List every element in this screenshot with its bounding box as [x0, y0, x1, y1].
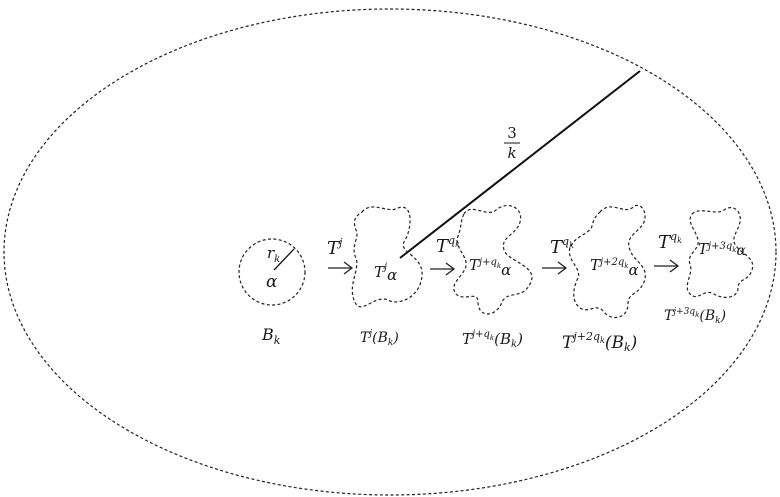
- image-set-label: Tj+qk(Bk): [462, 329, 523, 350]
- map-label: Tqk: [436, 234, 460, 257]
- image-2: Tj+qkα Tj+qk(Bk): [453, 205, 533, 350]
- image-blob: [686, 207, 754, 298]
- image-point-label: Tjα: [374, 262, 397, 284]
- radius-fraction: 3 k: [504, 124, 520, 162]
- image-4: Tj+3qkα Tj+3qk(Bk): [664, 207, 754, 326]
- map-label: Tqk: [550, 235, 574, 258]
- image-1: Tjα Tj(Bk): [351, 206, 423, 348]
- image-3: Tj+2qkα Tj+2qk(Bk): [562, 204, 646, 354]
- map-2: Tqk: [430, 234, 460, 276]
- map-1: Tj: [327, 236, 354, 275]
- radius-line: [399, 70, 641, 259]
- map-arrow: [654, 259, 680, 273]
- ball-radius-label: rk: [267, 244, 280, 265]
- ball-bk: rk α Bk: [238, 238, 306, 347]
- map-arrow: [430, 262, 456, 276]
- map-arrow: [328, 261, 354, 275]
- ball-name-label: Bk: [261, 325, 281, 347]
- map-arrow: [542, 261, 568, 275]
- map-label: Tqk: [658, 230, 682, 253]
- image-set-label: Tj(Bk): [360, 329, 399, 348]
- image-set-label: Tj+2qk(Bk): [562, 330, 637, 354]
- ball-circle: [238, 238, 306, 306]
- image-blob: [453, 205, 533, 315]
- image-point-label: Tj+3qkα: [698, 240, 747, 259]
- image-point-label: Tj+2qkα: [590, 256, 639, 279]
- image-point-label: Tj+qkα: [469, 256, 511, 279]
- fraction-denominator: k: [507, 144, 516, 162]
- ball-radius-line: [273, 248, 295, 271]
- fraction-numerator: 3: [507, 124, 517, 142]
- ball-center-label: α: [266, 272, 278, 292]
- image-blob: [351, 206, 423, 308]
- map-4: Tqk: [654, 230, 682, 273]
- map-label: Tj: [327, 236, 343, 259]
- outer-ellipse: [3, 8, 777, 496]
- image-blob: [568, 204, 646, 319]
- image-set-label: Tj+3qk(Bk): [664, 307, 726, 326]
